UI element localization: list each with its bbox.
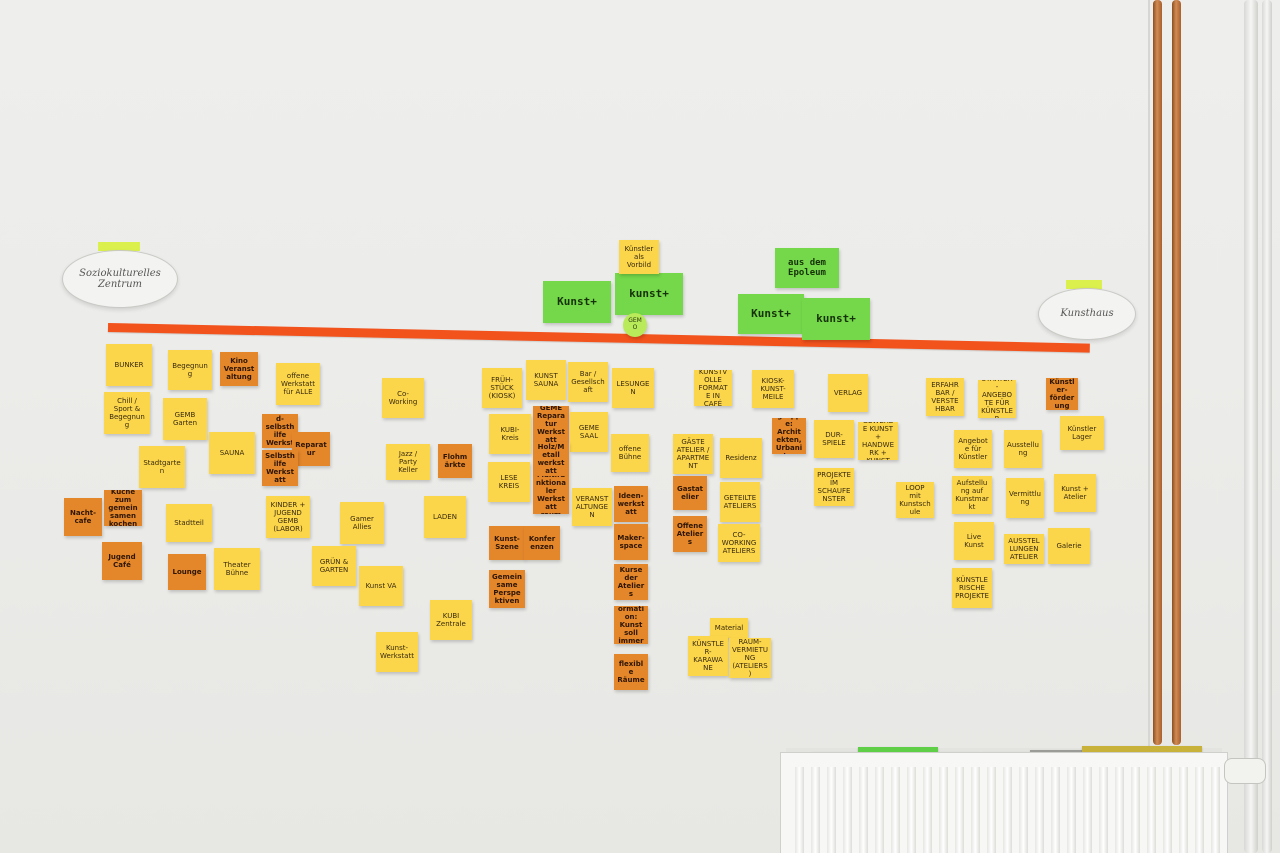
sticky-note: Gastatelier <box>673 476 707 510</box>
sticky-note: PROJEKTE IM SCHAUFENSTER <box>814 468 854 506</box>
sticky-note: DUR-SPIELE <box>814 420 854 458</box>
sticky-note: Galerie <box>1048 528 1090 564</box>
wall-corner <box>1148 0 1150 853</box>
sticky-note: RAUM-VERMIETUNG (ATELIERS) <box>729 638 771 678</box>
radiator <box>780 752 1228 853</box>
label-oval-left: Soziokulturelles Zentrum <box>62 250 178 308</box>
sticky-note: STARTER-ANGEBOTE FÜR KÜNSTLER <box>978 380 1016 418</box>
sticky-note: GRÜN & GARTEN <box>312 546 356 586</box>
sticky-note: AUSSTELLUNGEN ATELIER <box>1004 534 1044 564</box>
sticky-note: Selbsthilfe Werkstatt <box>262 450 298 486</box>
sticky-note: Chill / Sport & Begegnung <box>104 392 150 434</box>
note-stack <box>858 747 938 756</box>
sticky-note: GEMB Garten <box>163 398 207 440</box>
sticky-note: KUNSTVOLLE FORMATE IN CAFÉ <box>694 370 732 406</box>
sticky-note: KÜNSTLERISCHE PROJEKTE <box>952 568 992 608</box>
sticky-note: Begegnung <box>168 350 212 390</box>
sticky-note: Vermittlung <box>1006 478 1044 518</box>
sticky-note: Künstler Lager <box>1060 416 1104 450</box>
tape-strip <box>98 242 140 251</box>
tape-strip <box>1066 280 1102 289</box>
sticky-note: GETEILTE ATELIERS <box>720 482 760 522</box>
sticky-note: Maker-space <box>614 524 648 560</box>
sticky-note: Kunst-Werkstatt <box>376 632 418 672</box>
sticky-note: Aufstellung auf Kunstmarkt <box>952 476 992 514</box>
sticky-note: Angebote für Künstler <box>954 430 992 468</box>
sticky-note: LOOP mit Kunstschule <box>896 482 934 518</box>
copper-pipe-right <box>1172 0 1181 745</box>
label-oval-right: Kunsthaus <box>1038 288 1136 340</box>
sticky-note: Reparatur <box>292 432 330 466</box>
sticky-note: Holz/Metall werkstatt <box>533 442 569 476</box>
sticky-note: VERLAG <box>828 374 868 412</box>
sticky-note: KINDER + JUGEND GEMB (LABOR) <box>266 496 310 538</box>
sticky-note: Kunst-Szene <box>489 526 525 560</box>
green-circle-note: GEMO <box>623 313 647 337</box>
sticky-note: KIOSK-KUNST-MEILE <box>752 370 794 408</box>
sticky-note: CO-WORKING ATELIERS <box>718 524 760 562</box>
sticky-note: VERANSTALTUNGEN <box>572 488 612 526</box>
sticky-note: Residenz <box>720 438 762 478</box>
green-note: Kunst+ <box>543 281 611 323</box>
sticky-note: Nacht-cafe <box>64 498 102 536</box>
copper-pipe-left <box>1153 0 1162 745</box>
sticky-note: ERFAHRBAR / VERSTEHBAR <box>926 378 964 416</box>
sticky-note: Kunst VA <box>359 566 403 606</box>
sticky-note: Künstler als Vorbild <box>619 240 659 274</box>
sticky-note: Konferenzen <box>524 526 560 560</box>
sticky-note: LESUNGEN <box>612 368 654 408</box>
sticky-note: SAUNA <box>209 432 255 474</box>
timeline-tape <box>107 323 1090 353</box>
sticky-note: Küche zum gemeinsamen kochen <box>104 490 142 526</box>
radiator-valve <box>1224 758 1266 784</box>
green-note: Kunst+ <box>738 294 804 334</box>
sticky-note: Stadtgarten <box>139 446 185 488</box>
sticky-note: Bar / Gesellschaft <box>568 362 608 402</box>
sticky-note: Fahrrad-selbsthilfe Werkstatt <box>262 414 298 448</box>
sticky-note: KUBI Zentrale <box>430 600 472 640</box>
sticky-note: KUBI-Kreis <box>489 414 531 454</box>
white-pipe <box>1244 0 1258 853</box>
sticky-note: Stadtteil <box>166 504 212 542</box>
sticky-note: Jugend Café <box>102 542 142 580</box>
sticky-note: GÄSTE ATELIER / APARTMENT <box>673 434 713 474</box>
sticky-note: Live Kunst <box>954 522 994 560</box>
sticky-note: GEME Reparatur Werkstatt <box>533 406 569 442</box>
sticky-note: FRÜH-STÜCK (KIOSK) <box>482 368 522 408</box>
note-stack <box>1082 746 1202 755</box>
sticky-note: Jazz / Party Keller <box>386 444 430 480</box>
green-note: aus dem Epoleum <box>775 248 839 288</box>
sticky-note: Lounge <box>168 554 206 590</box>
sticky-note: LESE KREIS <box>488 462 530 502</box>
sticky-note: GEME SAAL <box>570 412 608 452</box>
sticky-note: Theater Bühne <box>214 548 260 590</box>
sticky-note: Multifunktionaler Werkstatt raum <box>533 476 569 514</box>
sticky-note: Transformation: Kunst soll immer sein <box>614 606 648 644</box>
sticky-note: Kunst + Atelier <box>1054 474 1096 512</box>
sticky-note: Kurse der Ateliers <box>614 564 648 600</box>
sticky-note: Offene Ateliers <box>673 516 707 552</box>
sticky-note: LADEN <box>424 496 466 538</box>
sticky-note: flexible Räume <box>614 654 648 690</box>
sticky-note: Personen-gruppe: Architekten, Urbanisten… <box>772 418 806 454</box>
sticky-note: Gemeinsame Perspektiven <box>489 570 525 608</box>
sticky-note: offene Bühne <box>611 434 649 472</box>
white-pipe-thin <box>1262 0 1272 853</box>
sticky-note: offene Werkstatt für ALLE <box>276 363 320 405</box>
sticky-note: Ausstellung <box>1004 430 1042 468</box>
sticky-note: Material <box>710 618 748 638</box>
sticky-note: Gamer Allies <box>340 502 384 544</box>
sticky-note: KUNST SAUNA <box>526 360 566 400</box>
sticky-note: Flohmärkte <box>438 444 472 478</box>
green-note: kunst+ <box>615 273 683 315</box>
sticky-note: Künstler-förderung <box>1046 378 1078 410</box>
sticky-note: BUNKER <box>106 344 152 386</box>
sticky-note: Ideen-werkstatt <box>614 486 648 522</box>
sticky-note: Kino Veranstaltung <box>220 352 258 386</box>
sticky-note: GEWERBE KUNST + HANDWERK + KUNST <box>858 422 898 460</box>
sticky-note: KÜNSTLER-KARAWANE <box>688 636 728 676</box>
sticky-note: Co-Working <box>382 378 424 418</box>
green-note: kunst+ <box>802 298 870 340</box>
